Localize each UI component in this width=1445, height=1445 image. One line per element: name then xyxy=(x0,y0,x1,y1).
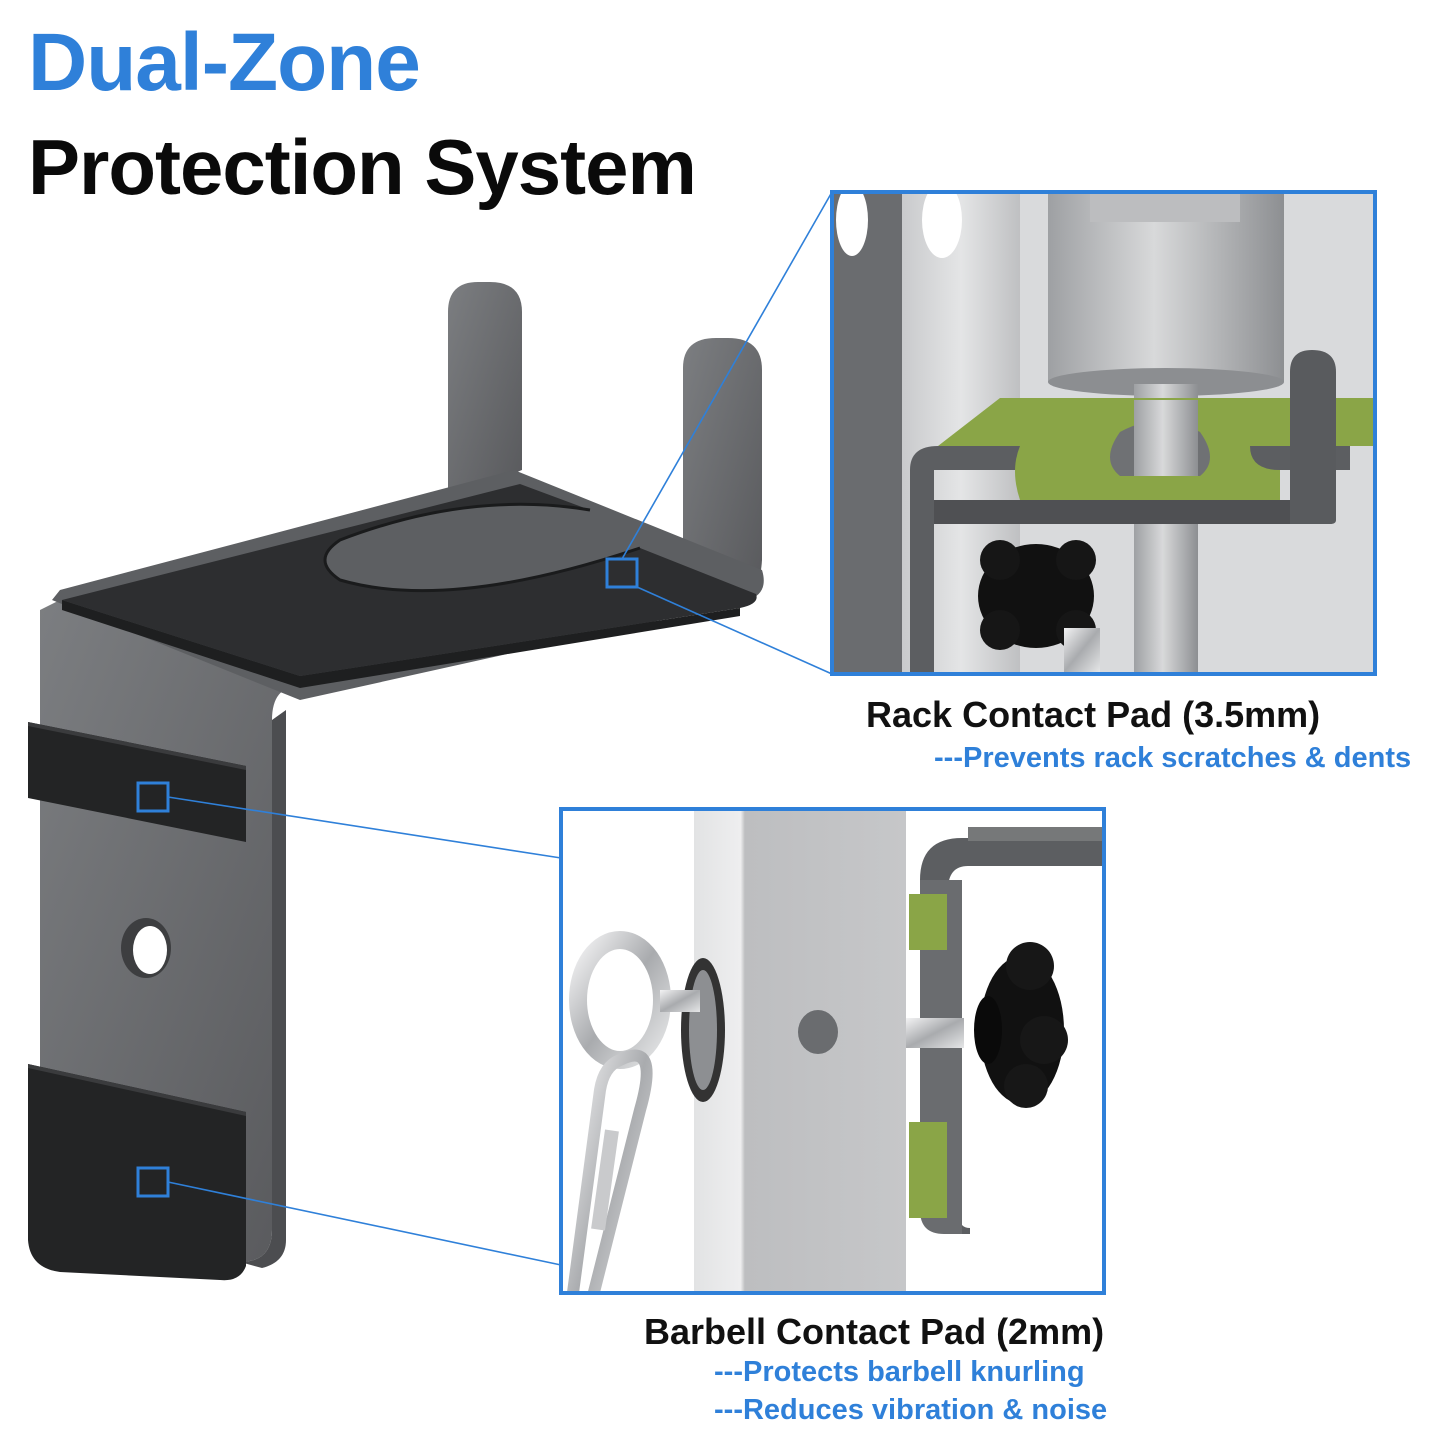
headline-line-1: Dual-Zone xyxy=(28,17,421,108)
main-bracket xyxy=(28,282,764,1281)
barbell-pad-note-2: ---Reduces vibration & noise xyxy=(714,1394,1108,1426)
knob-icon-top xyxy=(978,540,1100,672)
rack-pad-title: Rack Contact Pad (3.5mm) xyxy=(866,694,1321,735)
barbell-pad-title: Barbell Contact Pad (2mm) xyxy=(644,1311,1105,1352)
barbell-pad-detail-panel xyxy=(559,807,1106,1295)
green-barbell-pad-lower xyxy=(909,1122,947,1218)
leader-lines xyxy=(167,191,833,1266)
barbell-pad-note-1: ---Protects barbell knurling xyxy=(714,1356,1085,1388)
rack-pad-detail-panel xyxy=(830,190,1377,676)
rack-pad-note: ---Prevents rack scratches & dents xyxy=(934,742,1412,774)
top-contact-pad xyxy=(62,484,757,676)
headline-line-2: Protection System xyxy=(28,123,697,211)
carabiner-icon xyxy=(566,1049,653,1293)
knob-icon-bottom xyxy=(974,942,1068,1108)
green-barbell-pad-upper xyxy=(909,894,947,950)
bracket-left-tab xyxy=(448,282,522,500)
bracket-right-tab xyxy=(683,338,762,600)
